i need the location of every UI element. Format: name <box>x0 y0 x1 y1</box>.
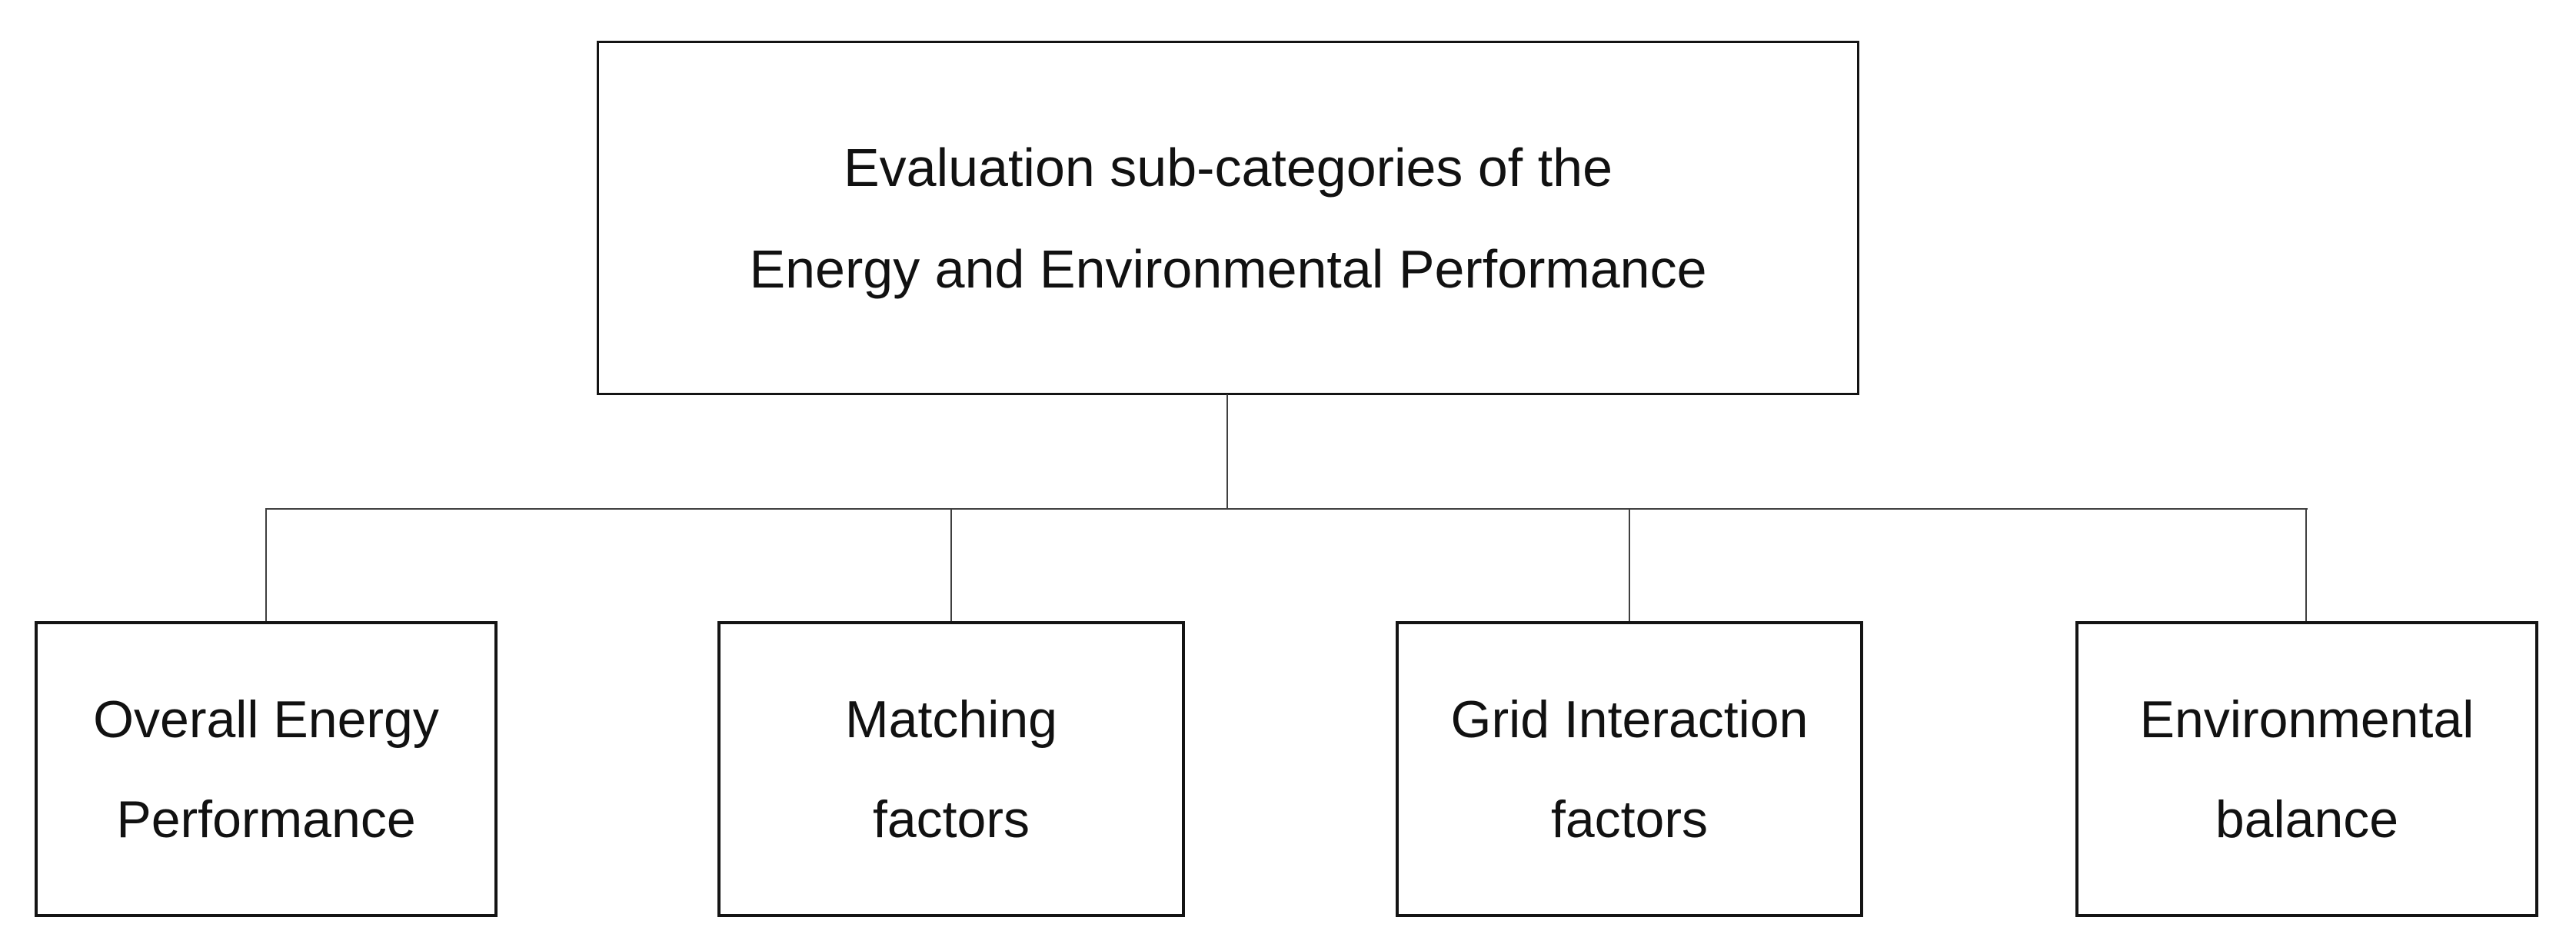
node-matching-factors-line1: Matching <box>845 690 1057 749</box>
connector-root-stem <box>1226 394 1228 509</box>
connector-drop-3 <box>1629 508 1630 621</box>
node-grid-interaction-factors-line2: factors <box>1550 789 1709 849</box>
connector-horizontal-bar <box>265 508 2308 510</box>
node-environmental-balance-line1: Environmental <box>2139 690 2474 749</box>
node-environmental-balance: Environmental balance <box>2075 621 2538 917</box>
node-matching-factors-line2: factors <box>872 789 1030 849</box>
connector-drop-1 <box>265 508 267 621</box>
node-root-text-line2: Energy and Environmental Performance <box>749 238 1707 299</box>
node-overall-energy-performance: Overall Energy Performance <box>35 621 498 917</box>
node-root-text-line1: Evaluation sub-categories of the <box>843 137 1613 198</box>
node-root: Evaluation sub-categories of the Energy … <box>597 41 1859 395</box>
node-matching-factors: Matching factors <box>717 621 1185 917</box>
node-overall-energy-performance-line1: Overall Energy <box>93 690 439 749</box>
node-grid-interaction-factors-line1: Grid Interaction <box>1450 690 1809 749</box>
node-grid-interaction-factors: Grid Interaction factors <box>1396 621 1863 917</box>
connector-drop-2 <box>950 508 952 621</box>
node-overall-energy-performance-line2: Performance <box>116 789 416 849</box>
node-environmental-balance-line2: balance <box>2215 789 2399 849</box>
connector-drop-4 <box>2305 508 2307 621</box>
